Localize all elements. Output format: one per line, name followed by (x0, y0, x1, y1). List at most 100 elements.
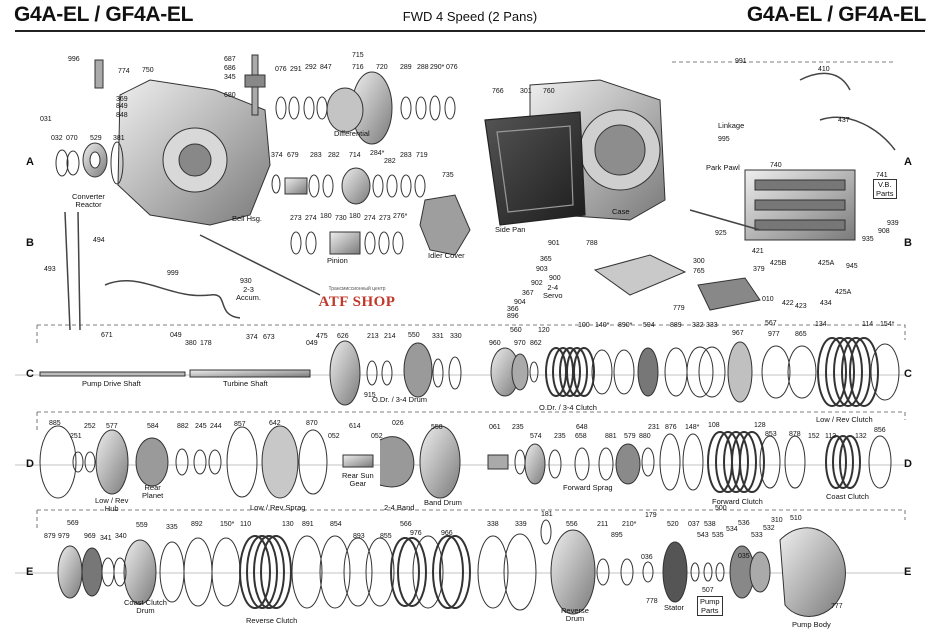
part-number: 939 (887, 220, 899, 227)
part-number: 901 (548, 240, 560, 247)
part-number: 035 (738, 553, 750, 560)
part-number: 339 (515, 521, 527, 528)
part-number: 671 (101, 332, 113, 339)
part-number: 890* (618, 322, 633, 329)
part-number: 423 (795, 303, 807, 310)
part-number: 879 (44, 533, 56, 540)
part-number: 532 (763, 525, 775, 532)
caption-reverse-clutch: Reverse Clutch (246, 616, 298, 625)
part-number: 301 (520, 88, 532, 95)
part-number: 774 (118, 68, 130, 75)
part-number: 037 (688, 521, 700, 528)
part-number: 231 (648, 424, 660, 431)
part-number: 750 (142, 67, 154, 74)
part-number: 150* (220, 521, 235, 528)
converter-reactor (82, 142, 108, 178)
part-number: 036 (641, 554, 653, 561)
part-number: 274 (305, 215, 317, 222)
part-number: 500 (715, 505, 727, 512)
part-number: 245 (195, 423, 207, 430)
part-number: 282 (328, 152, 340, 159)
part-number: 282 (384, 158, 396, 165)
part-number: 251 (70, 433, 82, 440)
part-number: 340 (115, 533, 127, 540)
caption-stator: Stator (664, 603, 685, 612)
part-number: 976 (410, 530, 422, 537)
part-number: 365 (540, 256, 552, 263)
part-number: 276* (393, 213, 408, 220)
part-number: 366 (507, 306, 519, 313)
part-number: 735 (442, 172, 454, 179)
caption-linkage: Linkage (718, 121, 745, 130)
part-number: 130 (282, 521, 294, 528)
part-number: 288 (417, 64, 429, 71)
part-number: 558 (431, 424, 443, 431)
part-number: 848 (116, 112, 128, 119)
part-number: 252 (84, 423, 96, 430)
part-number: 213 (367, 333, 379, 340)
part-number: 181 (541, 511, 553, 518)
part-number: 930 (240, 278, 252, 285)
part-number: 648 (576, 424, 588, 431)
part-number: 292 (305, 64, 317, 71)
part-number: 211 (597, 521, 609, 528)
part-number: 379 (753, 266, 765, 273)
part-number: 893 (353, 533, 365, 540)
part-number: 536 (738, 520, 750, 527)
row-label-b: B (26, 237, 34, 249)
part-number: 594 (643, 322, 655, 329)
part-number: 853 (765, 431, 777, 438)
part-number: 715 (352, 52, 364, 59)
caption-coast-clutch: Coast Clutch (826, 492, 869, 501)
part-number: 999 (167, 270, 179, 277)
part-number: 533 (751, 532, 763, 539)
part-number: 283 (310, 152, 322, 159)
part-number: 908 (878, 228, 890, 235)
part-number: 614 (349, 423, 361, 430)
part-number: 178 (200, 340, 212, 347)
part-number: 345 (224, 74, 236, 81)
part-number: 367 (522, 290, 534, 297)
part-number: 559 (136, 522, 148, 529)
part-number: 880 (639, 433, 651, 440)
part-number: 870 (306, 420, 318, 427)
part-number: 626 (337, 333, 349, 340)
part-number: 673 (263, 334, 275, 341)
part-number: 679 (287, 152, 299, 159)
part-number: 680 (224, 92, 236, 99)
part-number: 128 (754, 422, 766, 429)
row-label-b-right: B (904, 237, 912, 249)
part-number: 108 (708, 422, 720, 429)
subtitle: FWD 4 Speed (2 Pans) (402, 9, 538, 24)
part-number: 114 (862, 321, 874, 328)
part-number: 283 (400, 152, 412, 159)
part-number: 720 (376, 64, 388, 71)
part-number: 331 (432, 333, 444, 340)
part-number: 235 (554, 433, 566, 440)
part-number: 273 (290, 215, 302, 222)
part-number: 854 (330, 521, 342, 528)
part-number: 425A (835, 289, 852, 296)
part-number: 574 (530, 433, 542, 440)
part-number: 273 (379, 215, 391, 222)
part-number: 341 (100, 535, 112, 542)
part-number: 979 (58, 533, 70, 540)
valve-body (744, 169, 856, 241)
part-number: 925 (715, 230, 727, 237)
caption-24-band: 2-4 Band (384, 503, 415, 512)
part-number: 180 (349, 213, 361, 220)
part-number: 076 (446, 64, 458, 71)
header-rule (15, 30, 925, 32)
part-number: 569 (67, 520, 79, 527)
part-number: 967 (732, 330, 744, 337)
part-number: 421 (752, 248, 764, 255)
part-number: 132 (855, 433, 867, 440)
part-number: 960 (489, 340, 501, 347)
part-number: 380 (185, 340, 197, 347)
caption-pump-body: Pump Body (792, 620, 831, 629)
